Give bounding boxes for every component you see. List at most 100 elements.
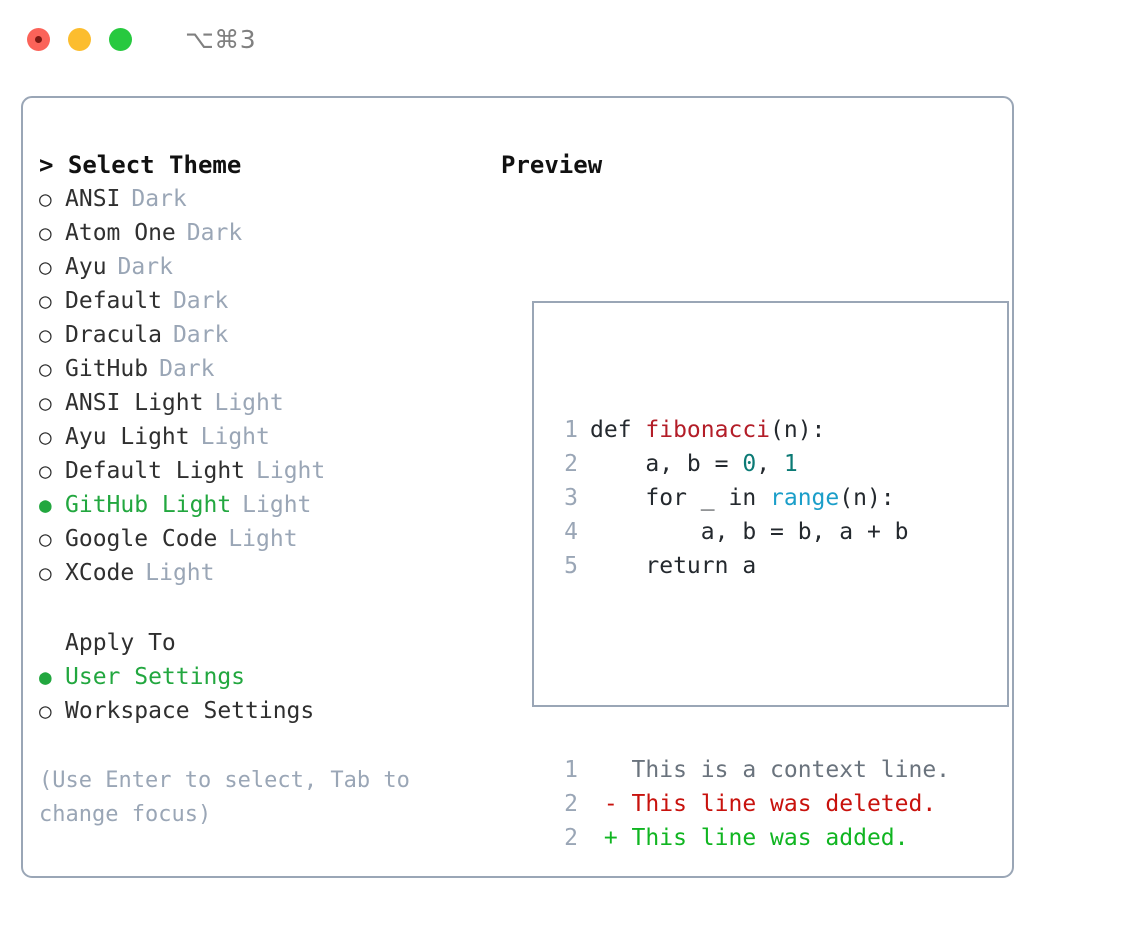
code-diff-gap [548,651,950,685]
theme-list-item[interactable]: ○ Default Dark [39,284,489,318]
theme-variant-tag: Dark [131,186,187,212]
radio-unselected-icon[interactable]: ○ [39,357,52,381]
theme-name-label: Atom One [65,220,176,246]
theme-name-label: Default [65,288,162,314]
preview-header: Preview [501,151,603,179]
radio-unselected-icon[interactable]: ○ [39,459,52,483]
radio-unselected-icon[interactable]: ○ [39,561,52,585]
theme-variant-tag: Light [242,492,312,518]
minimize-button-icon[interactable] [68,27,91,51]
diff-line: 2 + This line was added. [548,821,950,855]
theme-list-item[interactable]: ○ Google Code Light [39,522,489,556]
radio-unselected-icon[interactable]: ○ [39,527,52,551]
theme-list-item[interactable]: ○ Ayu Dark [39,250,489,284]
code-line-text: for _ in range(n): [590,481,894,515]
theme-name-label: ANSI Light [65,390,204,416]
theme-name-label: Google Code [65,526,218,552]
diff-block: 1 This is a context line.2 - This line w… [548,753,950,855]
theme-name-label: Ayu [65,254,107,280]
diff-line-number: 1 [564,757,578,783]
theme-name-label: Dracula [65,322,162,348]
theme-list-item[interactable]: ○ XCode Light [39,556,489,590]
theme-variant-tag: Light [228,526,298,552]
diff-line: 2 - This line was deleted. [548,787,950,821]
radio-unselected-icon[interactable]: ○ [39,425,52,449]
theme-variant-tag: Light [200,424,270,450]
code-token: fibonacci [645,417,771,443]
theme-variant-tag: Dark [172,288,229,314]
theme-name-label: Ayu Light [65,424,190,450]
theme-list-item[interactable]: ○ ANSI Light Light [39,386,489,420]
radio-unselected-icon[interactable]: ○ [39,255,52,279]
code-line-text: def fibonacci(n): [590,413,825,447]
theme-variant-tag: Dark [117,254,173,280]
section-spacer [39,590,489,626]
apply-to-list[interactable]: ●User Settings ○ Workspace Settings [39,660,489,728]
radio-unselected-icon[interactable]: ○ [39,187,52,211]
theme-name-label: ANSI [65,186,121,212]
preview-column: Preview [501,148,1001,182]
keyboard-hint-text: (Use Enter to select, Tab to change focu… [39,768,424,827]
theme-variant-tag: Dark [159,356,215,382]
code-line: 3 for _ in range(n): [548,481,950,515]
theme-list-item[interactable]: ● GitHub Light Light [39,488,489,522]
apply-to-option[interactable]: ○ Workspace Settings [39,694,489,728]
code-token: , [756,451,784,477]
code-line: 4 a, b = b, a + b [548,515,950,549]
theme-list-item[interactable]: ○ ANSI Dark [39,182,489,216]
diff-line-text: + This line was added. [590,825,909,851]
radio-unselected-icon[interactable]: ○ [39,391,52,415]
theme-variant-tag: Light [145,560,215,586]
theme-name-label: XCode [65,560,135,586]
code-token: return a [590,553,757,579]
radio-selected-icon[interactable]: ● [39,665,52,689]
radio-unselected-icon[interactable]: ○ [39,699,52,723]
code-token: a, b = b, a + b [590,519,909,545]
code-token: (n): [770,417,826,443]
apply-to-option[interactable]: ●User Settings [39,660,489,694]
theme-variant-tag: Dark [186,220,243,246]
code-line: 5 return a [548,549,950,583]
close-button-icon[interactable] [27,27,50,51]
apply-to-label: Workspace Settings [65,698,315,724]
keyboard-shortcut-label: ⌥⌘3 [185,24,257,54]
code-line-number: 2 [564,451,578,477]
code-token: for _ in [590,485,771,511]
theme-list-item[interactable]: ○ GitHub Dark [39,352,489,386]
theme-list-item[interactable]: ○ Ayu Light Light [39,420,489,454]
radio-unselected-icon[interactable]: ○ [39,323,52,347]
radio-unselected-icon[interactable]: ○ [39,221,52,245]
theme-list-item[interactable]: ○ Atom One Dark [39,216,489,250]
radio-selected-icon[interactable]: ● [39,493,52,517]
apply-to-header: Apply To [65,630,176,656]
code-token: range [770,485,840,511]
code-line-number: 4 [564,519,578,545]
code-token: 0 [742,451,757,477]
code-line-number: 3 [564,485,578,511]
theme-name-label: GitHub [65,356,149,382]
code-line-text: a, b = 0, 1 [590,447,798,481]
diff-line-text: - This line was deleted. [590,791,937,817]
theme-name-label: GitHub Light [65,492,232,518]
radio-unselected-icon[interactable]: ○ [39,289,52,313]
traffic-lights [27,27,132,51]
code-line-text: a, b = b, a + b [590,515,909,549]
title-bar: ⌥⌘3 [0,0,1140,78]
code-line: 2 a, b = 0, 1 [548,447,950,481]
diff-line-number: 2 [564,791,578,817]
theme-variant-tag: Light [256,458,326,484]
theme-variant-tag: Light [214,390,284,416]
code-token: 1 [783,451,798,477]
zoom-button-icon[interactable] [109,27,132,51]
code-token: a, b = [590,451,743,477]
diff-line-number: 2 [564,825,578,851]
